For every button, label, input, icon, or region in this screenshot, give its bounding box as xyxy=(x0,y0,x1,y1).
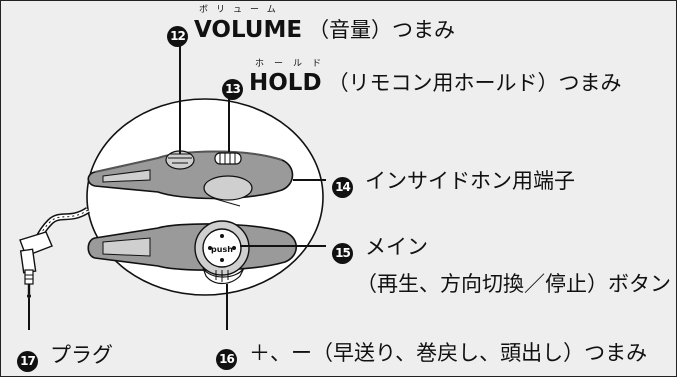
volume-name: VOLUME xyxy=(194,17,303,43)
callout-number: 12 xyxy=(167,26,188,47)
main-button-text: メイン xyxy=(365,235,428,259)
label-earphone-jack: 14 インサイドホン用端子 xyxy=(332,169,575,198)
label-plus-minus: 16 ＋、ー（早送り、巻戻し、頭出し）つまみ xyxy=(216,341,647,370)
label-main-button-sub: （再生、方向切換／停止）ボタン xyxy=(356,272,671,296)
plug-text: プラグ xyxy=(50,343,113,367)
plug-illustration xyxy=(19,231,53,298)
volume-suffix: （音量）つまみ xyxy=(308,18,456,42)
volume-ruby: ボリューム xyxy=(199,5,284,15)
hold-suffix: （リモコン用ホールド）つまみ xyxy=(327,71,622,95)
remote-side-view xyxy=(87,150,294,207)
label-main-button: 15 メイン xyxy=(332,235,428,264)
plus-minus-text: ＋、ー（早送り、巻戻し、頭出し）つまみ xyxy=(249,341,648,365)
callout-number: 15 xyxy=(332,243,353,264)
push-button-text: push xyxy=(211,245,233,254)
remote-front-view: push xyxy=(87,220,298,285)
label-volume: 12 VOLUME（音量）つまみ xyxy=(167,18,455,47)
earphone-jack-text: インサイドホン用端子 xyxy=(365,169,575,193)
hold-name: HOLD xyxy=(249,70,322,96)
callout-number: 13 xyxy=(222,79,243,100)
hold-ruby: ホールド xyxy=(255,59,332,69)
callout-number: 16 xyxy=(216,349,237,370)
label-plug: 17 プラグ xyxy=(17,343,113,372)
callout-number: 14 xyxy=(332,177,353,198)
callout-number: 17 xyxy=(17,351,38,372)
label-hold: 13 HOLD（リモコン用ホールド）つまみ xyxy=(222,71,622,100)
